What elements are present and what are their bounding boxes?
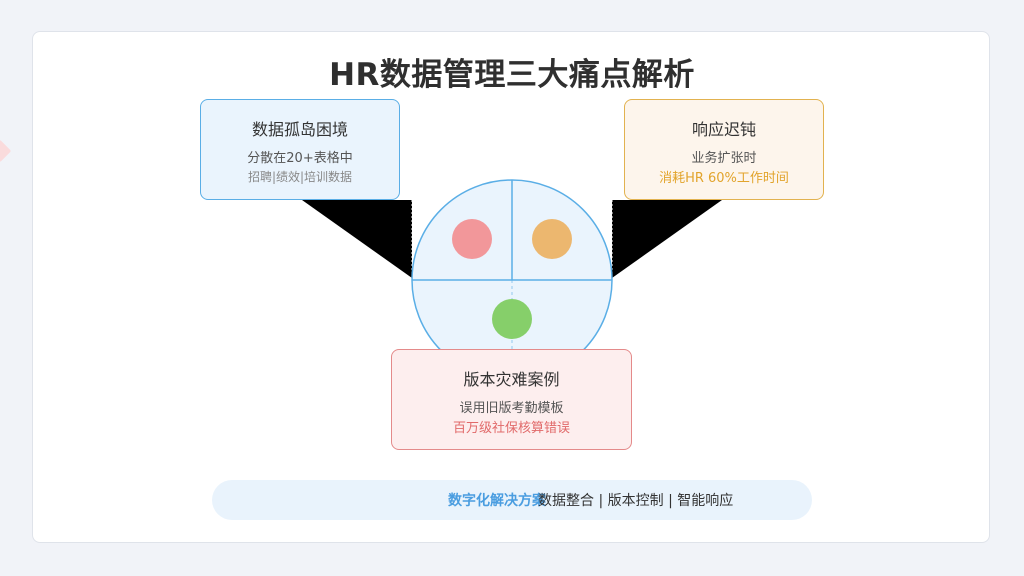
solution-bar: 数字化解决方案 数据整合 | 版本控制 | 智能响应 — [212, 480, 812, 520]
pain-point-heading: 数据孤岛困境 — [251, 120, 348, 139]
connector-right — [612, 200, 722, 278]
pain-point-data-silo: 数据孤岛困境 分散在20+表格中 招聘|绩效|培训数据 — [200, 99, 400, 200]
pain-point-heading: 版本灾难案例 — [463, 370, 560, 389]
dot-orange — [532, 219, 572, 259]
pain-point-version-disaster: 版本灾难案例 误用旧版考勤模板 百万级社保核算错误 — [391, 349, 632, 450]
pain-point-line1: 业务扩张时 — [691, 151, 757, 166]
solution-items: 数据整合 | 版本控制 | 智能响应 — [538, 493, 734, 509]
solution-label: 数字化解决方案 — [448, 493, 546, 509]
dot-green — [492, 299, 532, 339]
pain-point-line2: 百万级社保核算错误 — [452, 421, 570, 436]
pain-point-line1: 分散在20+表格中 — [247, 151, 353, 166]
pain-point-slow-response: 响应迟钝 业务扩张时 消耗HR 60%工作时间 — [624, 99, 824, 200]
pain-point-line1: 误用旧版考勤模板 — [459, 401, 564, 416]
connector-left — [302, 200, 412, 278]
dot-red — [452, 219, 492, 259]
pain-point-line2: 招聘|绩效|培训数据 — [247, 170, 353, 184]
pain-point-heading: 响应迟钝 — [691, 120, 756, 139]
pain-point-line2: 消耗HR 60%工作时间 — [659, 171, 789, 186]
page-title: HR数据管理三大痛点解析 — [329, 57, 695, 93]
